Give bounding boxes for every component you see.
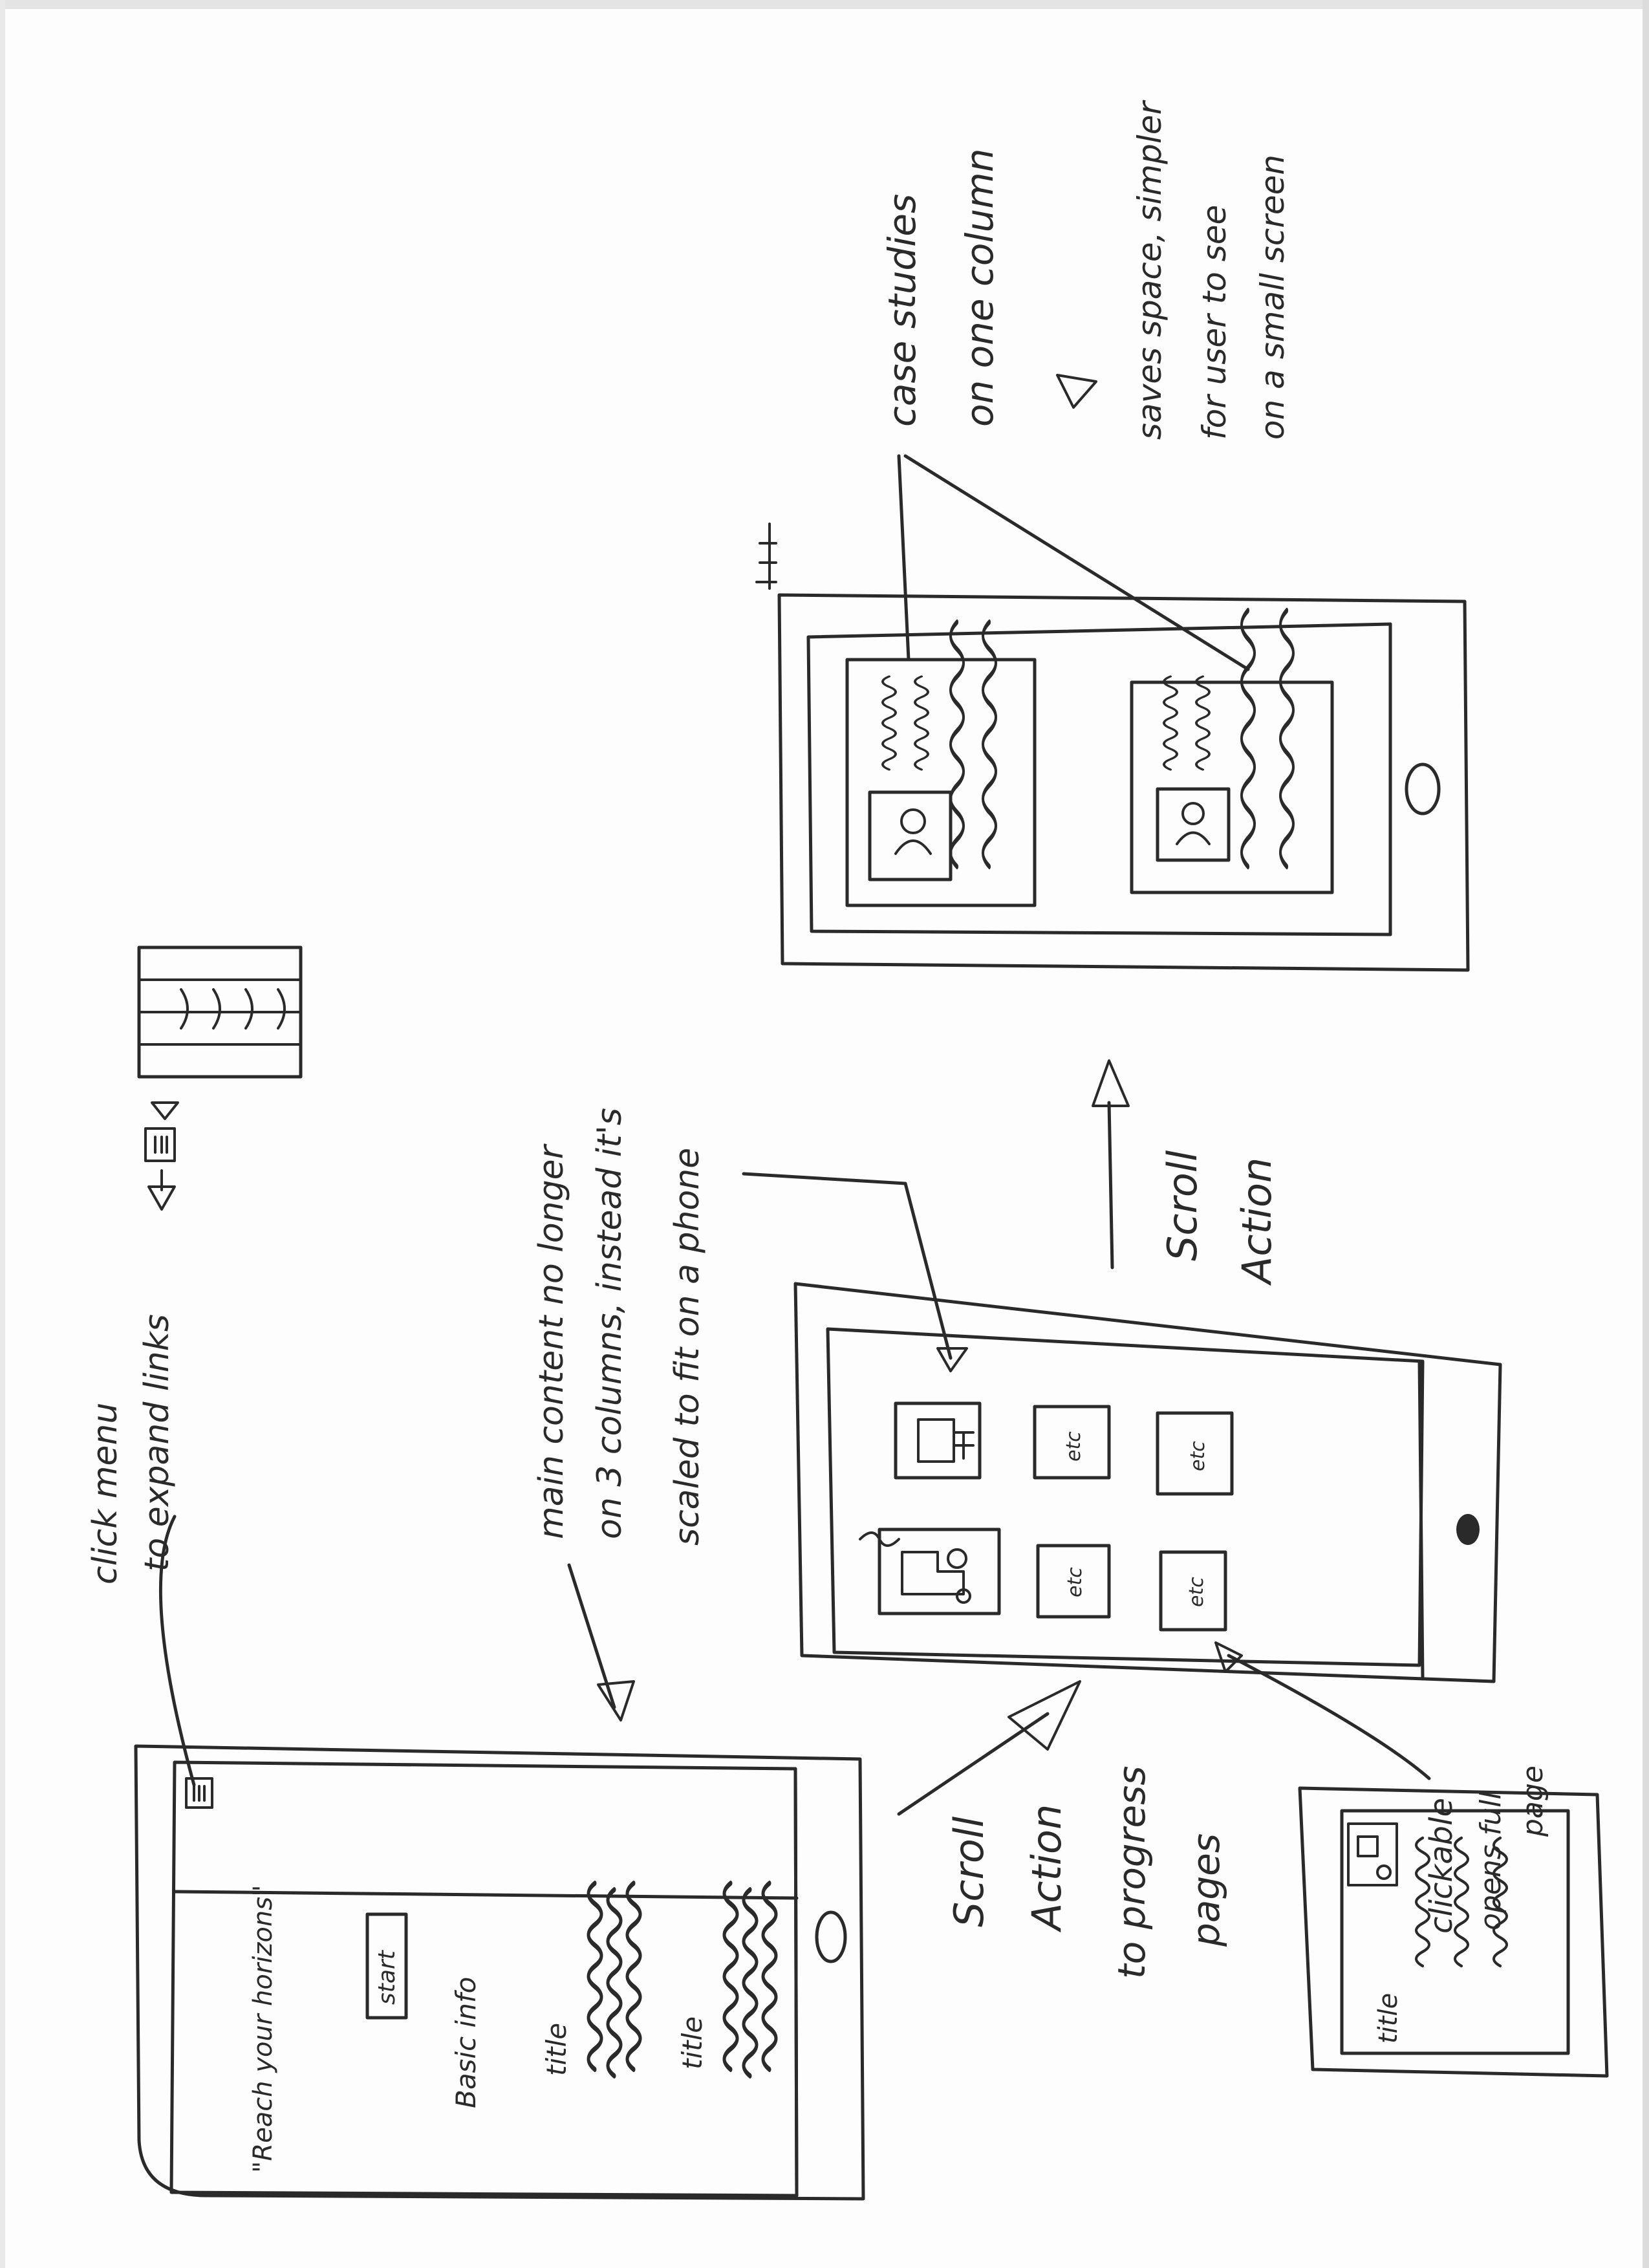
clickable-leader [1227,1654,1431,1780]
grid-pointer-arrowhead [936,1347,968,1372]
phone-case-screen [806,622,1392,936]
columns-note-arrow-line [567,1563,616,1709]
detail-page-image-icon [1347,1822,1398,1886]
scroll-left-line-1: Scroll [945,1817,993,1927]
case-study-2-image [1156,787,1231,862]
expanded-menu-icon [137,945,303,1079]
scroll-left-arrowhead [1008,1680,1081,1751]
tile-etc-1-label: etc [1062,1431,1085,1462]
tile-etc-2-box[interactable] [1036,1544,1111,1619]
small-menu-icon [144,1127,176,1162]
menu-note-leader [158,1515,196,1787]
hamburger-menu-icon[interactable] [185,1777,213,1809]
menu-note-line-2: to expand links [138,1314,177,1571]
content-title-1: title [541,2023,572,2076]
hero-tagline: "Reach your horizons" [248,1885,278,2173]
clickable-arrowhead [1214,1641,1243,1673]
grid-pointer-line [742,1172,953,1360]
case-note-line-3: saves space, simpler [1131,100,1169,440]
tile-etc-4-box[interactable] [1159,1550,1227,1632]
scroll-left-line-2: Action [1023,1804,1070,1933]
phone-home-bezel-line [793,1767,799,2198]
tile-etc-3-box[interactable] [1156,1411,1234,1496]
tile-image-1[interactable] [894,1401,982,1480]
basic-info-label: Basic info [450,1977,482,2108]
scroll-right-arrow-line [1107,1101,1114,1269]
phone-home-frame [134,1744,865,2201]
clickable-line-3: page [1516,1766,1549,1837]
case-note-leader-1 [897,454,911,662]
scroll-right-arrowhead [1092,1059,1130,1107]
placeholder-text-lines-2 [724,1883,776,2076]
columns-note-line-3: scaled to fit on a phone [668,1148,707,1546]
placeholder-text-lines-1 [588,1883,640,2076]
scroll-left-line-3: to progress [1110,1766,1154,1979]
tile-etc-1-box[interactable] [1033,1405,1111,1480]
detail-page-title: title [1374,1993,1403,2044]
tile-etc-3-label: etc [1187,1441,1209,1471]
menu-expansion [137,945,303,1211]
start-button[interactable] [365,1912,408,2020]
columns-note-arrowhead [597,1680,635,1722]
detail-page: title [1298,1786,1609,2078]
detail-page-frame [1298,1786,1609,2078]
case-note-line-1: case studies [880,194,924,427]
start-button-label: start [374,1949,400,2005]
case-study-card-2[interactable] [1130,610,1334,894]
tile-image-2[interactable] [878,1528,1001,1615]
phone-home-divider [173,1890,799,1900]
columns-note-line-2: on 3 columns, instead it's [590,1108,629,1539]
case-note-line-5: on a small screen [1254,155,1291,440]
scan-edge-right [1643,0,1649,2268]
phone-home-home-button[interactable] [815,1910,847,1963]
phone-grid-home-button[interactable] [1456,1514,1480,1545]
phone-case-home-button[interactable] [1405,762,1441,815]
phone-grid-frame [793,1282,1502,1683]
scroll-right-line-1: Scroll [1159,1150,1206,1261]
clickable-line-2: opens full [1474,1791,1507,1930]
phone-case-studies [755,523,1470,972]
content-title-2: title [676,2016,708,2069]
detail-page-screen [1340,1809,1570,2055]
stack-marks-icon [755,523,777,590]
phone-grid: etc etc etc etc [793,1282,1502,1683]
connectors [158,374,1431,1816]
case-note-leader-2 [903,454,1250,671]
arrow-right-icon [147,1169,176,1211]
tile-etc-2-label: etc [1064,1567,1086,1597]
tile-etc-4-label: etc [1185,1577,1208,1607]
case-note-arrowhead [1056,374,1097,409]
scroll-left-arrow-line [897,1712,1050,1816]
menu-note-line-1: click menu [86,1403,125,1584]
clickable-line-1: clickable [1423,1798,1460,1934]
annotations: click menu to expand links main content … [86,100,1549,1979]
case-study-1-image [868,790,953,881]
case-note-line-2: on one column [958,148,1002,427]
case-study-card-1[interactable] [845,622,1037,907]
scroll-left-line-4: pages [1184,1833,1228,1947]
scan-edge-top [0,0,1649,9]
arrow-to-menu-icon [151,1101,179,1120]
phone-case-frame [777,593,1470,972]
phone-grid-bezel-line [1417,1359,1425,1680]
scan-edge-left [0,0,5,2268]
columns-note-line-1: main content no longer [532,1143,571,1539]
case-note-line-4: for user to see [1196,205,1233,440]
phone-home: "Reach your horizons" start Basic info t… [134,1744,865,2201]
phone-grid-screen [826,1327,1425,1667]
scroll-right-line-2: Action [1233,1158,1280,1286]
